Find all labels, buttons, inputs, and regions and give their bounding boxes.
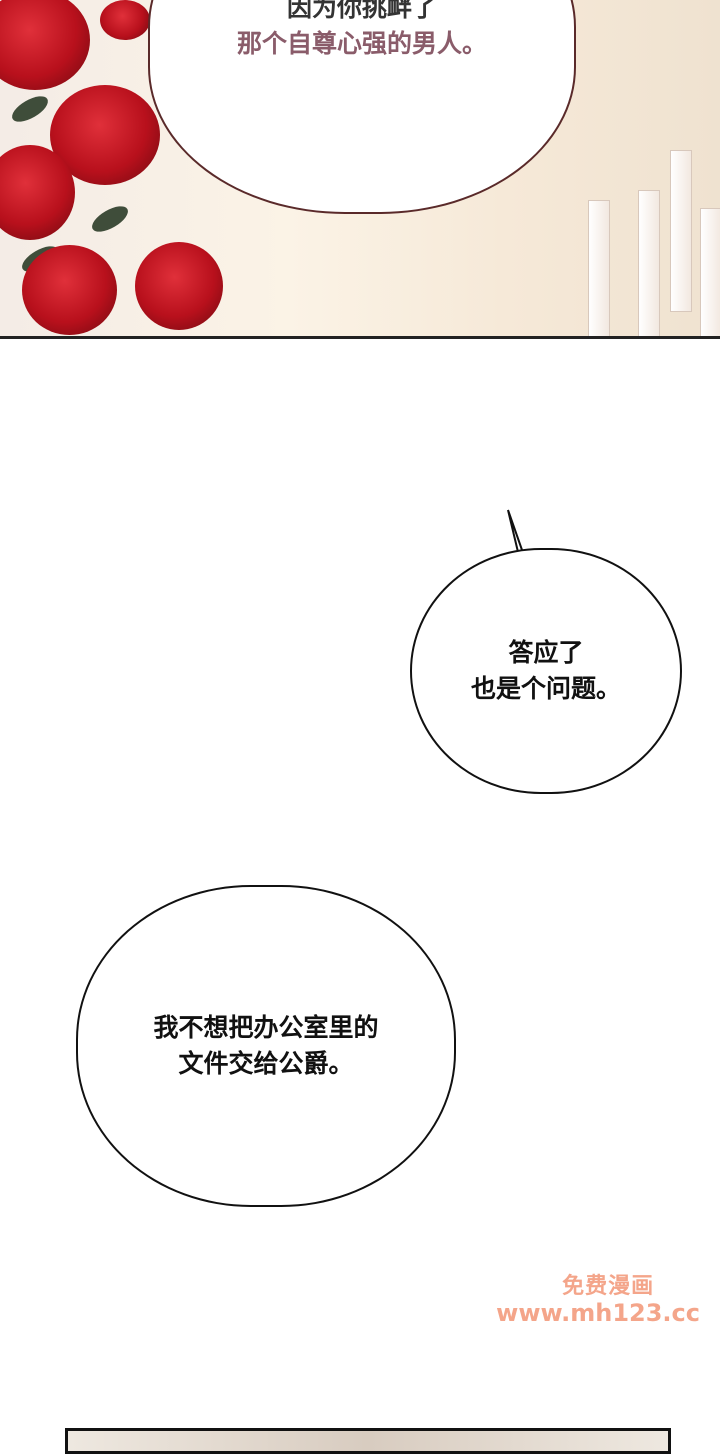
- rose: [135, 242, 223, 330]
- leaf: [88, 201, 132, 237]
- leaf: [8, 91, 52, 127]
- speech-bubble-top: 因为你挑衅了 那个自尊心强的男人。: [148, 0, 576, 214]
- comic-panel-top: 因为你挑衅了 那个自尊心强的男人。: [0, 0, 720, 339]
- rose: [0, 145, 75, 240]
- rose: [100, 0, 150, 40]
- candle: [588, 200, 610, 336]
- bubble-text-line: 文件交给公爵。: [178, 1049, 354, 1078]
- speech-bubble-answer: 答应了 也是个问题。: [410, 548, 682, 794]
- watermark-title: 免费漫画: [562, 1274, 655, 1299]
- bubble-text-line: 我不想把办公室里的: [153, 1013, 379, 1042]
- bubble-text-line: 也是个问题。: [470, 674, 621, 703]
- rose: [22, 245, 117, 335]
- candle: [700, 208, 720, 336]
- speech-bubble-documents: 我不想把办公室里的 文件交给公爵。: [76, 885, 456, 1207]
- bubble-text-line: 答应了: [508, 638, 584, 667]
- watermark-url: www.mh123.cc: [496, 1299, 700, 1327]
- speech-bubble-tail: [507, 509, 523, 553]
- rose: [0, 0, 90, 90]
- candle: [670, 150, 692, 312]
- bubble-text-line: 那个自尊心强的男人。: [236, 29, 487, 58]
- watermark: 免费漫画 www.mh123.cc: [496, 1268, 700, 1326]
- candle: [638, 190, 660, 336]
- comic-panel-bottom: [65, 1428, 671, 1454]
- bubble-text-line: 因为你挑衅了: [286, 0, 437, 22]
